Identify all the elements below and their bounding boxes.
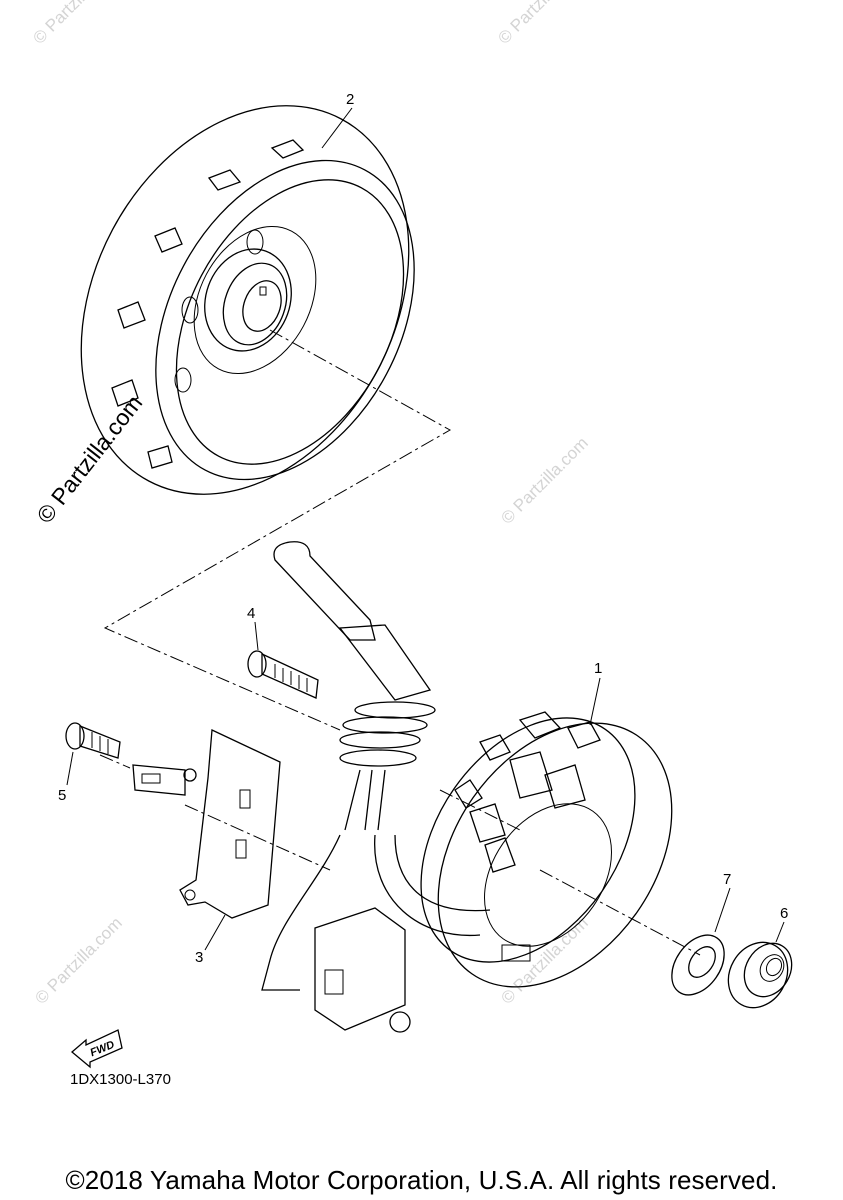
diagram-code: 1DX1300-L370	[70, 1071, 171, 1088]
screw-part-5[interactable]: 5	[58, 722, 121, 804]
bracket-part-3[interactable]: 3	[132, 729, 281, 966]
callout-3: 3	[195, 949, 203, 966]
callout-6: 6	[780, 905, 788, 922]
screw-part-4[interactable]: 4	[247, 605, 319, 699]
watermark-mid-right: © Partzilla.com	[497, 433, 591, 527]
watermark-bottom-left: © Partzilla.com	[31, 913, 125, 1007]
watermark-top-right: © Partzilla.com	[494, 0, 588, 48]
stator-assembly-part-1[interactable]: 1	[377, 660, 720, 1031]
watermarks: © Partzilla.com © Partzilla.com © Partzi…	[29, 0, 591, 1008]
alignment-lines	[99, 329, 701, 956]
wire-harness	[261, 541, 491, 1033]
washer-part-7[interactable]: 7	[661, 871, 735, 1005]
nut-part-6[interactable]: 6	[717, 905, 801, 1018]
callout-5: 5	[58, 787, 66, 804]
watermark-primary: © Partzilla.com	[31, 390, 147, 528]
callout-7: 7	[723, 871, 731, 888]
copyright-notice: ©2018 Yamaha Motor Corporation, U.S.A. A…	[65, 1165, 778, 1195]
rotor-assembly-part-2[interactable]: 2	[16, 49, 473, 552]
watermark-top-left: © Partzilla.com	[29, 0, 123, 48]
forward-direction-arrow-icon: FWD	[70, 1029, 123, 1069]
callout-2: 2	[346, 91, 354, 108]
callout-1: 1	[594, 660, 602, 677]
callout-4: 4	[247, 605, 255, 622]
